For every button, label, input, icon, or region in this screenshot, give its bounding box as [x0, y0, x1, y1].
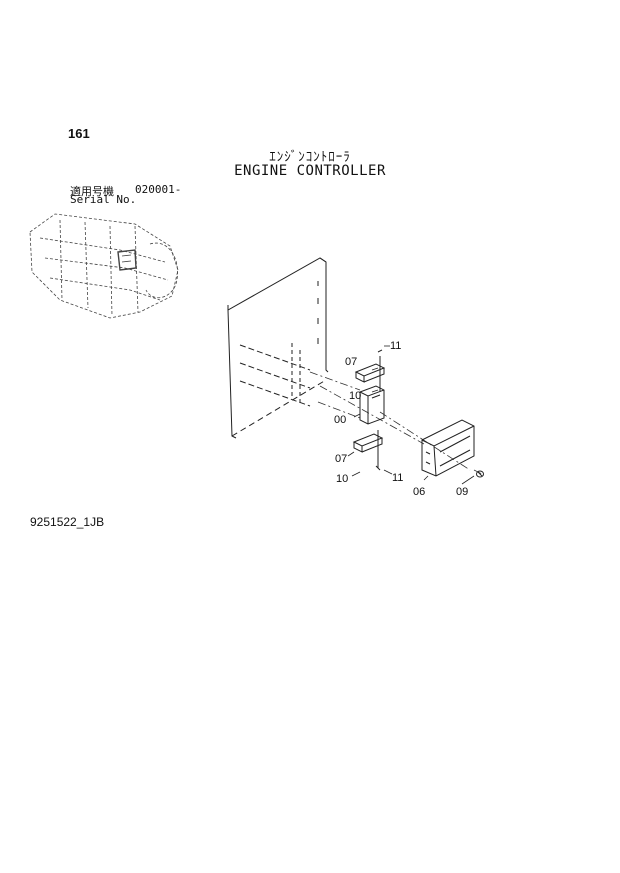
- page-number: 161: [68, 126, 90, 141]
- serial-label-japanese: 適用号機: [70, 185, 114, 198]
- callout-leaders: [347, 345, 475, 485]
- diagram-title: ENGINE CONTROLLER: [234, 163, 386, 179]
- callout-10-top: 10: [349, 390, 361, 402]
- upper-bracket: [354, 349, 386, 392]
- document-number: 9251522_1JB: [30, 515, 105, 529]
- serial-number-value: 020001-: [135, 183, 182, 196]
- controller-cover: [421, 419, 475, 477]
- callout-07-bottom: 07: [335, 453, 347, 465]
- machine-location-thumbnail: [29, 213, 179, 319]
- callout-00: 00: [334, 414, 346, 426]
- mounting-panel: [227, 257, 329, 439]
- diagram-title-japanese: ｴﾝｼﾞﾝｺﾝﾄﾛｰﾗ: [269, 150, 351, 165]
- callout-07-top: 07: [345, 356, 357, 368]
- lower-bracket: [352, 430, 384, 471]
- screw: [476, 470, 484, 478]
- callout-11-top: 11: [390, 340, 401, 352]
- callout-06: 06: [413, 486, 425, 498]
- engine-controller-unit: [359, 385, 385, 425]
- callout-09: 09: [456, 486, 468, 498]
- serial-label: Serial No.: [70, 193, 137, 206]
- callout-10-bottom: 10: [336, 473, 348, 485]
- callout-11-bottom: 11: [392, 472, 403, 484]
